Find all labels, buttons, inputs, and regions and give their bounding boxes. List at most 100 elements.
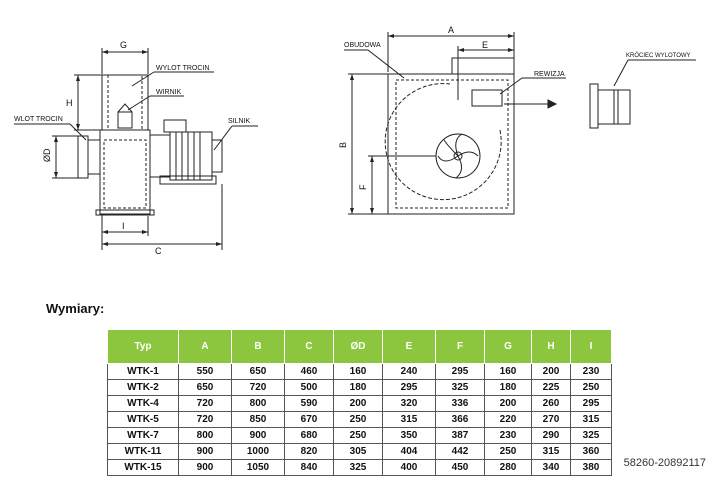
column-header-c: C	[284, 329, 334, 364]
value-cell: 220	[484, 411, 532, 428]
column-header-g: G	[484, 329, 532, 364]
value-cell: 900	[178, 443, 232, 460]
value-cell: 250	[333, 427, 383, 444]
value-cell: 550	[178, 363, 232, 380]
value-cell: 387	[435, 427, 485, 444]
value-cell: 720	[178, 395, 232, 412]
dim-g-label: G	[120, 40, 127, 50]
value-cell: 680	[284, 427, 334, 444]
value-cell: 840	[284, 459, 334, 476]
wylot-trocin-label: WYLOT TROCIN	[156, 65, 209, 72]
model-cell: WTK-4	[107, 395, 179, 412]
value-cell: 800	[178, 427, 232, 444]
value-cell: 650	[178, 379, 232, 396]
dim-i-label: I	[122, 221, 125, 231]
table-header-row: Typ A B C ØD E F G H I	[107, 329, 612, 364]
column-header-b: B	[231, 329, 285, 364]
value-cell: 200	[333, 395, 383, 412]
value-cell: 720	[231, 379, 285, 396]
obudowa-label: OBUDOWA	[344, 42, 381, 49]
value-cell: 325	[570, 427, 612, 444]
column-header-od: ØD	[333, 329, 383, 364]
value-cell: 1000	[231, 443, 285, 460]
dim-a-label: A	[448, 25, 454, 35]
model-cell: WTK-11	[107, 443, 179, 460]
value-cell: 366	[435, 411, 485, 428]
value-cell: 180	[333, 379, 383, 396]
value-cell: 280	[484, 459, 532, 476]
dimensions-heading: Wymiary:	[46, 301, 105, 316]
dim-h-label: H	[66, 98, 73, 108]
rewizja-label: REWIZJA	[534, 71, 565, 78]
value-cell: 1050	[231, 459, 285, 476]
value-cell: 450	[435, 459, 485, 476]
value-cell: 350	[382, 427, 436, 444]
model-cell: WTK-2	[107, 379, 179, 396]
value-cell: 400	[382, 459, 436, 476]
value-cell: 336	[435, 395, 485, 412]
value-cell: 160	[484, 363, 532, 380]
value-cell: 295	[435, 363, 485, 380]
value-cell: 325	[435, 379, 485, 396]
dim-c-label: C	[155, 246, 162, 256]
wlot-trocin-label: WLOT TROCIN	[14, 116, 63, 123]
value-cell: 820	[284, 443, 334, 460]
column-header-a: A	[178, 329, 232, 364]
value-cell: 160	[333, 363, 383, 380]
model-cell: WTK-5	[107, 411, 179, 428]
value-cell: 460	[284, 363, 334, 380]
model-cell: WTK-1	[107, 363, 179, 380]
column-header-h: H	[531, 329, 571, 364]
column-header-typ: Typ	[107, 329, 179, 364]
wirnik-label: WIRNIK	[156, 89, 182, 96]
silnik-label: SILNIK	[228, 118, 251, 125]
side-view	[14, 48, 258, 250]
value-cell: 315	[382, 411, 436, 428]
value-cell: 900	[178, 459, 232, 476]
value-cell: 590	[284, 395, 334, 412]
value-cell: 180	[484, 379, 532, 396]
value-cell: 900	[231, 427, 285, 444]
value-cell: 720	[178, 411, 232, 428]
value-cell: 315	[570, 411, 612, 428]
value-cell: 800	[231, 395, 285, 412]
value-cell: 225	[531, 379, 571, 396]
column-header-e: E	[382, 329, 436, 364]
value-cell: 200	[484, 395, 532, 412]
value-cell: 240	[382, 363, 436, 380]
model-cell: WTK-15	[107, 459, 179, 476]
value-cell: 230	[570, 363, 612, 380]
value-cell: 305	[333, 443, 383, 460]
column-header-i: I	[570, 329, 612, 364]
technical-drawing: G WYLOT TROCIN H WIRNIK WLOT TROCIN SILN…	[14, 25, 696, 256]
value-cell: 290	[531, 427, 571, 444]
value-cell: 230	[484, 427, 532, 444]
value-cell: 380	[570, 459, 612, 476]
dim-e-label: E	[482, 40, 488, 50]
value-cell: 295	[570, 395, 612, 412]
value-cell: 250	[333, 411, 383, 428]
value-cell: 270	[531, 411, 571, 428]
dim-od-label: ØD	[42, 148, 52, 162]
front-view	[344, 32, 696, 215]
value-cell: 340	[531, 459, 571, 476]
value-cell: 670	[284, 411, 334, 428]
column-header-f: F	[435, 329, 485, 364]
value-cell: 360	[570, 443, 612, 460]
model-cell: WTK-7	[107, 427, 179, 444]
value-cell: 404	[382, 443, 436, 460]
krociec-wylotowy-label: KRÓCIEC WYLOTOWY	[626, 52, 691, 59]
value-cell: 325	[333, 459, 383, 476]
value-cell: 500	[284, 379, 334, 396]
value-cell: 295	[382, 379, 436, 396]
reference-number: 58260-20892117	[623, 457, 706, 469]
value-cell: 250	[484, 443, 532, 460]
